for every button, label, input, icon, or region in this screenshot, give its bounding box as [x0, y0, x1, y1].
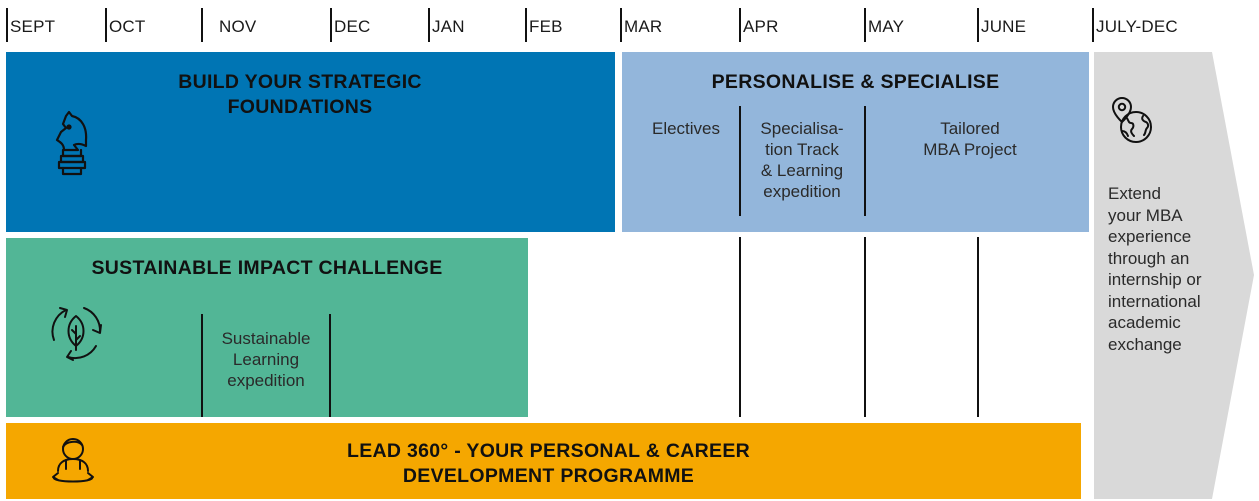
month-mar: MAR: [620, 8, 662, 42]
month-may: MAY: [864, 8, 904, 42]
divider: [864, 106, 866, 216]
recycle-leaf-icon: [44, 300, 108, 364]
extend-block: Extend your MBA experience through an in…: [1094, 52, 1256, 499]
foundations-block: BUILD YOUR STRATEGIC FOUNDATIONS: [6, 52, 615, 232]
electives-label: Electives: [651, 119, 721, 138]
month-feb: FEB: [525, 8, 563, 42]
divider: [201, 314, 203, 417]
divider: [977, 237, 979, 417]
project-label: Tailored MBA Project: [923, 119, 1017, 159]
divider: [739, 237, 741, 417]
globe-location-icon: [1110, 96, 1154, 146]
month-nov: NOV: [201, 8, 256, 42]
personalise-title: PERSONALISE & SPECIALISE: [711, 71, 1000, 93]
chess-knight-icon: [52, 110, 92, 178]
lead-block: LEAD 360° - YOUR PERSONAL & CAREER DEVEL…: [6, 423, 1081, 499]
month-june: JUNE: [977, 8, 1026, 42]
sustainable-expedition-label: Sustainable Learning expedition: [221, 329, 311, 390]
month-july-dec: JULY-DEC: [1092, 8, 1178, 42]
divider: [739, 106, 741, 216]
extend-text: Extend your MBA experience through an in…: [1108, 184, 1202, 354]
month-jan: JAN: [428, 8, 465, 42]
foundations-title: BUILD YOUR STRATEGIC FOUNDATIONS: [178, 71, 422, 118]
month-apr: APR: [739, 8, 779, 42]
divider: [329, 314, 331, 417]
month-oct: OCT: [105, 8, 145, 42]
lead-title: LEAD 360° - YOUR PERSONAL & CAREER DEVEL…: [346, 440, 751, 487]
extend-arrow-shape: [1094, 52, 1254, 499]
month-sept: SEPT: [6, 8, 55, 42]
personalise-block: PERSONALISE & SPECIALISE Electives Speci…: [622, 52, 1089, 232]
divider: [864, 237, 866, 417]
person-360-icon: [48, 433, 98, 489]
specialisation-label: Specialisa- tion Track & Learning expedi…: [760, 119, 844, 201]
month-dec: DEC: [330, 8, 371, 42]
sustainable-title: SUSTAINABLE IMPACT CHALLENGE: [91, 257, 443, 279]
sustainable-block: SUSTAINABLE IMPACT CHALLENGE Sustainable…: [6, 238, 528, 417]
